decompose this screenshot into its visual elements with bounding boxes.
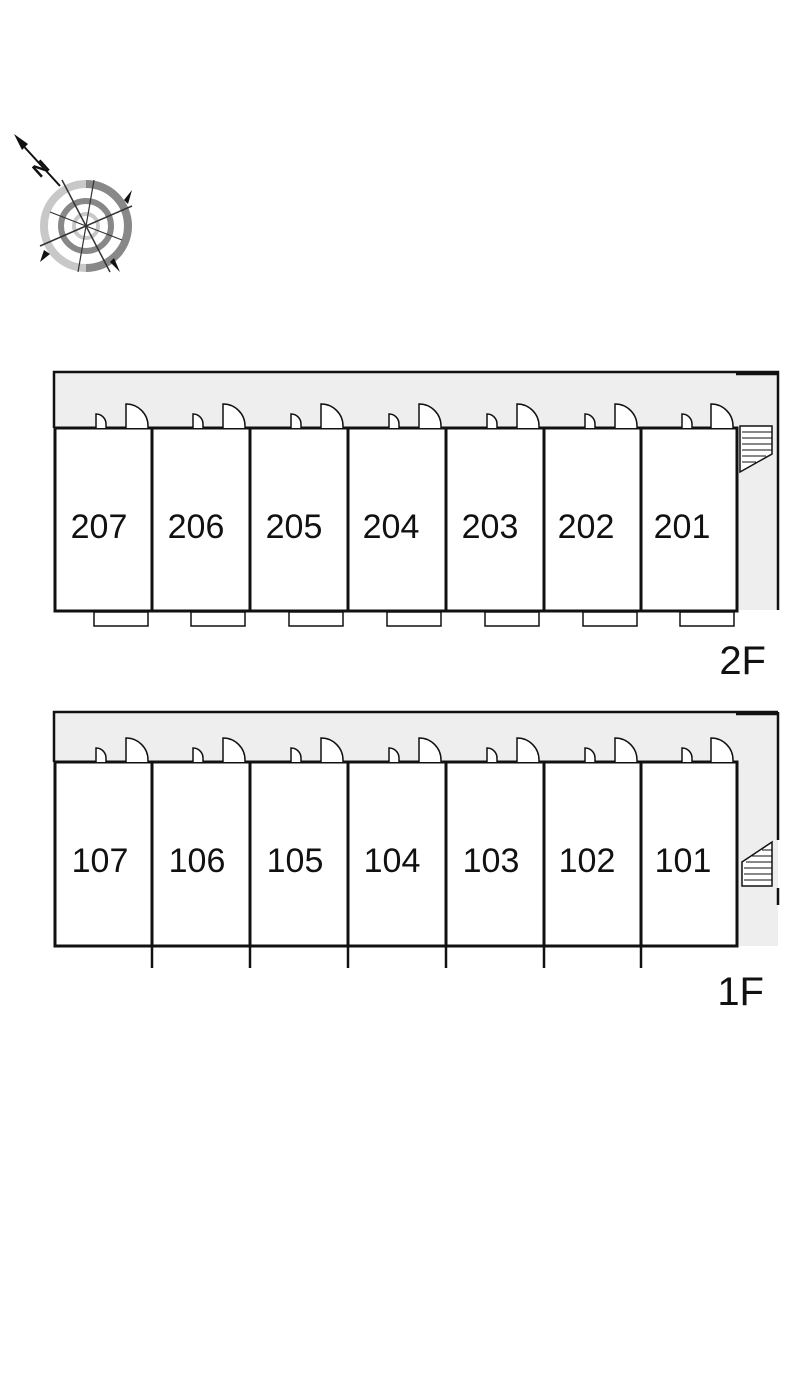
unit-label: 106 — [169, 842, 226, 880]
unit-207[interactable]: 207 — [53, 403, 154, 627]
unit-205[interactable]: 205 — [248, 403, 350, 627]
unit-101[interactable]: 101 — [639, 737, 739, 968]
unit-label: 203 — [462, 508, 519, 546]
unit-203[interactable]: 203 — [444, 403, 546, 627]
unit-label: 105 — [267, 842, 324, 880]
floor-label-2f: 2F — [719, 639, 766, 683]
unit-label: 107 — [72, 842, 129, 880]
unit-206[interactable]: 206 — [150, 403, 252, 627]
unit-label: 102 — [559, 842, 616, 880]
unit-201[interactable]: 201 — [639, 403, 739, 627]
unit-204[interactable]: 204 — [346, 403, 448, 627]
unit-103[interactable]: 103 — [444, 737, 546, 968]
unit-label: 205 — [266, 508, 323, 546]
unit-label: 206 — [168, 508, 225, 546]
floor-2f-plan: 207 206 205 204 — [52, 370, 780, 683]
stair-icon — [739, 425, 773, 474]
unit-102[interactable]: 102 — [542, 737, 643, 968]
unit-label: 202 — [558, 508, 615, 546]
unit-106[interactable]: 106 — [150, 737, 252, 968]
stair-icon — [741, 840, 773, 887]
compass-icon: N — [14, 134, 133, 273]
unit-104[interactable]: 104 — [346, 737, 448, 968]
unit-label: 104 — [364, 842, 421, 880]
unit-105[interactable]: 105 — [248, 737, 350, 968]
unit-label: 207 — [71, 508, 128, 546]
unit-label: 103 — [463, 842, 520, 880]
floor-label-1f: 1F — [717, 970, 764, 1014]
unit-107[interactable]: 107 — [53, 737, 154, 948]
unit-202[interactable]: 202 — [542, 403, 643, 627]
unit-label: 204 — [363, 508, 420, 546]
unit-label: 201 — [654, 508, 711, 546]
compass-north-label: N — [29, 156, 54, 182]
unit-label: 101 — [655, 842, 712, 880]
floor-1f-plan: 107 106 105 104 — [52, 710, 780, 1014]
